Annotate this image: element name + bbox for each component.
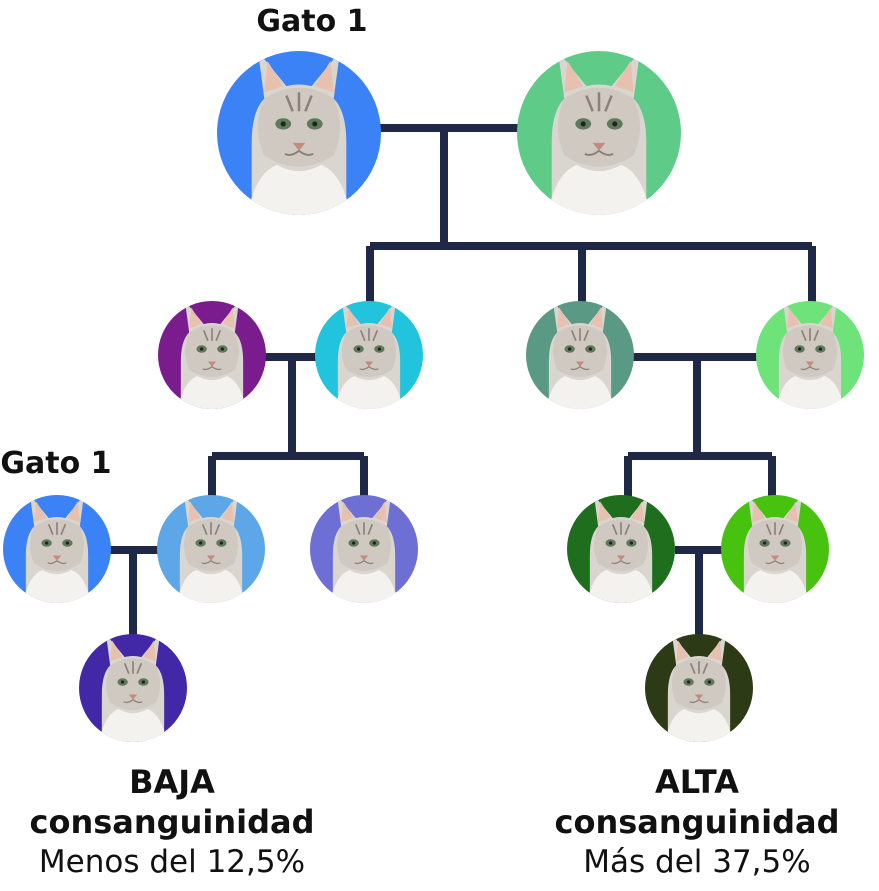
cat-node-gen3-cat1 bbox=[3, 495, 111, 603]
cat-node-gen1-cat2 bbox=[517, 51, 681, 215]
low-caption-line2: consanguinidad bbox=[29, 803, 315, 841]
cat-node-gen2-cat-d bbox=[756, 301, 864, 409]
high-inbreeding-caption: ALTA consanguinidad Más del 37,5% bbox=[525, 762, 869, 882]
low-inbreeding-caption: BAJA consanguinidad Menos del 12,5% bbox=[0, 762, 344, 882]
cat-node-gen3-cat-b bbox=[310, 495, 418, 603]
cat-node-gen3-cat-a bbox=[157, 495, 265, 603]
cat-node-gen3-cat-c bbox=[567, 495, 675, 603]
connector-lines bbox=[108, 124, 816, 638]
left-cat-label: Gato 1 bbox=[0, 446, 112, 481]
low-caption-line1: BAJA bbox=[129, 763, 215, 801]
cat-node-gen2-cat-c bbox=[526, 301, 634, 409]
cat-node-gen3-cat-d bbox=[721, 495, 829, 603]
cat-node-gen1-cat1 bbox=[217, 51, 381, 215]
cat-node-gen2-cat-b bbox=[315, 301, 423, 409]
cat-node-gen4-cat-left bbox=[79, 634, 187, 742]
cat-node-gen4-cat-right bbox=[645, 634, 753, 742]
high-caption-line2: consanguinidad bbox=[554, 803, 840, 841]
high-caption-line1: ALTA bbox=[655, 763, 739, 801]
low-caption-percent: Menos del 12,5% bbox=[38, 844, 306, 880]
high-caption-percent: Más del 37,5% bbox=[583, 844, 811, 880]
top-cat-label: Gato 1 bbox=[256, 4, 368, 39]
cat-node-gen2-cat-a bbox=[158, 301, 266, 409]
